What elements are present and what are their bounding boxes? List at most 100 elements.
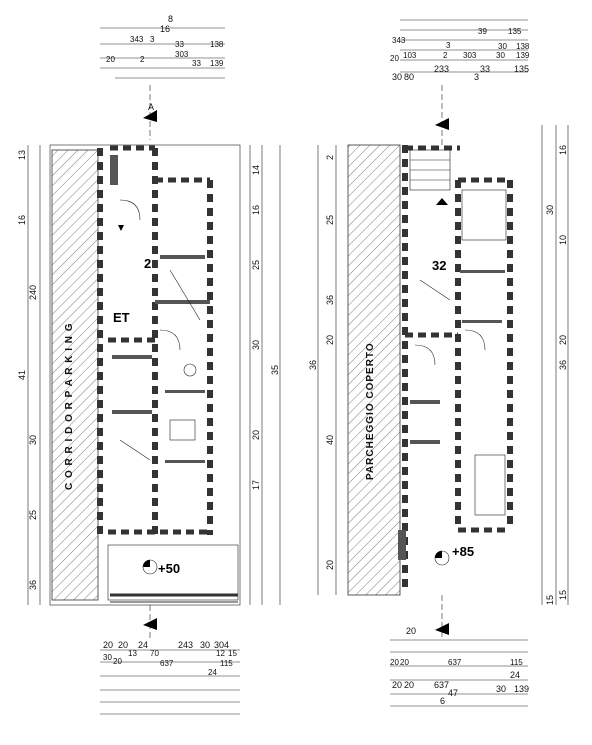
left-top-dim-2: 16 bbox=[160, 24, 170, 34]
left-b-2e: 637 bbox=[160, 659, 174, 668]
plan-right: 39 135 343 3 30 138 20 103 2 303 30 139 … bbox=[308, 19, 569, 707]
right-top-2d: 138 bbox=[516, 42, 530, 51]
left-r-dim-7: 35 bbox=[270, 365, 280, 375]
left-building-outline bbox=[49, 144, 241, 606]
right-b-4e: 139 bbox=[514, 684, 529, 694]
left-dim-v2: 16 bbox=[17, 215, 27, 225]
section-marker-right-bottom bbox=[435, 595, 449, 640]
left-dim-v7: 36 bbox=[28, 580, 38, 590]
right-b-4d: 30 bbox=[496, 684, 506, 694]
left-top-dim-3d: 138 bbox=[210, 40, 224, 49]
right-r-dim-6: 15 bbox=[545, 595, 555, 605]
right-parking-label: PARCHEGGIO COPERTO bbox=[365, 342, 376, 480]
right-plan-right-dimensions: 16 30 10 20 36 15 15 bbox=[541, 125, 569, 605]
left-bottom-dimensions: 20 20 24 243 30 304 30 20 13 70 637 12 1… bbox=[100, 640, 240, 715]
left-top-dim-4a: 20 bbox=[106, 55, 115, 64]
left-b-4: 24 bbox=[208, 668, 217, 677]
left-dim-v4: 41 bbox=[17, 370, 27, 380]
right-stair-number: 32 bbox=[432, 258, 446, 273]
right-top-3a: 20 bbox=[390, 54, 399, 63]
right-b-2a: 20 bbox=[390, 658, 399, 667]
right-plan-left-dimensions: 2 25 36 20 36 40 20 bbox=[308, 145, 337, 595]
right-b-5: 47 bbox=[448, 688, 458, 698]
left-b-1b: 20 bbox=[118, 640, 128, 650]
right-b-4c: 637 bbox=[434, 680, 449, 690]
left-plan-right-dimensions: 14 16 25 30 20 17 35 bbox=[249, 145, 281, 605]
left-tag-et: ET bbox=[113, 310, 130, 325]
right-top-1b: 135 bbox=[508, 27, 522, 36]
left-r-dim-4: 30 bbox=[251, 340, 261, 350]
left-interior-walls bbox=[110, 155, 210, 463]
right-b-4a: 20 bbox=[392, 680, 402, 690]
left-r-dim-1: 14 bbox=[251, 165, 261, 175]
left-top-dim-4c: 303 bbox=[175, 50, 189, 59]
right-top-4e: 3 bbox=[474, 72, 479, 82]
left-r-dim-5: 20 bbox=[251, 430, 261, 440]
right-l-dim-5: 36 bbox=[308, 360, 318, 370]
left-level-tag: +50 bbox=[158, 561, 180, 576]
section-marker-label: A bbox=[148, 102, 154, 112]
right-l-dim-3: 36 bbox=[325, 295, 335, 305]
left-corridor-hatch bbox=[51, 149, 99, 601]
left-b-2d: 70 bbox=[150, 649, 159, 658]
right-top-3c: 2 bbox=[443, 51, 448, 60]
left-r-dim-3: 25 bbox=[251, 260, 261, 270]
left-dim-v6: 25 bbox=[28, 510, 38, 520]
left-corridor-label: C O R R I D O R P A R K I N G bbox=[64, 322, 75, 490]
right-top-4a: 30 bbox=[392, 72, 402, 82]
right-interior-walls bbox=[398, 149, 507, 560]
right-l-dim-2: 25 bbox=[325, 215, 335, 225]
right-r-dim-7: 15 bbox=[558, 590, 568, 600]
left-column-grid bbox=[97, 145, 213, 540]
left-top-dim-4b: 2 bbox=[140, 55, 145, 64]
right-r-dim-1: 16 bbox=[558, 145, 568, 155]
right-top-3e: 30 bbox=[496, 51, 505, 60]
left-r-dim-2: 16 bbox=[251, 205, 261, 215]
right-top-4c: 233 bbox=[434, 64, 449, 74]
right-l-dim-6: 40 bbox=[325, 435, 335, 445]
right-top-2c: 30 bbox=[498, 42, 507, 51]
left-top-dim-4e: 139 bbox=[210, 59, 224, 68]
left-top-dim-4d: 33 bbox=[192, 59, 201, 68]
left-b-1c: 24 bbox=[138, 640, 148, 650]
left-b-1e: 30 bbox=[200, 640, 210, 650]
right-r-dim-4: 20 bbox=[558, 335, 568, 345]
left-b-1a: 20 bbox=[103, 640, 113, 650]
section-marker-left-bottom bbox=[143, 605, 157, 640]
right-r-dim-5: 36 bbox=[558, 360, 568, 370]
left-stair-number: 2 bbox=[144, 256, 151, 271]
right-b-6: 6 bbox=[440, 696, 445, 706]
left-b-2b: 20 bbox=[113, 657, 122, 666]
section-marker-right-top bbox=[435, 85, 449, 145]
right-level-tag: +85 bbox=[452, 544, 474, 559]
right-top-2a: 343 bbox=[392, 36, 406, 45]
right-top-4f: 135 bbox=[514, 64, 529, 74]
right-bottom-dimensions: 20 20 20 637 115 24 20 20 637 30 139 47 … bbox=[390, 626, 529, 707]
left-b-1f: 304 bbox=[214, 640, 229, 650]
left-dim-v1: 13 bbox=[17, 150, 27, 160]
left-r-dim-6: 17 bbox=[251, 480, 261, 490]
right-top-4d: 33 bbox=[480, 64, 490, 74]
right-top-4b: 80 bbox=[404, 72, 414, 82]
right-top-3b: 103 bbox=[403, 51, 417, 60]
left-entrance-area: +50 bbox=[107, 544, 239, 603]
right-top-dimensions: 39 135 343 3 30 138 20 103 2 303 30 139 … bbox=[390, 19, 530, 82]
left-top-dim-3c: 33 bbox=[175, 40, 184, 49]
right-entrance: +85 bbox=[434, 544, 474, 566]
right-b-2d: 115 bbox=[510, 658, 523, 667]
right-column-grid bbox=[402, 145, 513, 590]
right-b-3: 24 bbox=[510, 670, 520, 680]
right-top-3d: 303 bbox=[463, 51, 477, 60]
right-r-dim-3: 10 bbox=[558, 235, 568, 245]
left-b-2a: 30 bbox=[103, 653, 112, 662]
plan-left: 8 16 343 3 33 138 20 2 303 33 139 A C O … bbox=[17, 14, 281, 715]
right-top-1a: 39 bbox=[478, 27, 487, 36]
left-side-dimensions: 13 16 240 41 30 25 36 bbox=[17, 145, 41, 605]
left-top-dim-3b: 3 bbox=[150, 35, 155, 44]
left-top-dimensions: 8 16 343 3 33 138 20 2 303 33 139 bbox=[100, 14, 225, 79]
right-b-1: 20 bbox=[406, 626, 416, 636]
left-b-2c: 13 bbox=[128, 649, 137, 658]
left-b-2g: 15 bbox=[228, 649, 237, 658]
right-l-dim-4: 20 bbox=[325, 335, 335, 345]
